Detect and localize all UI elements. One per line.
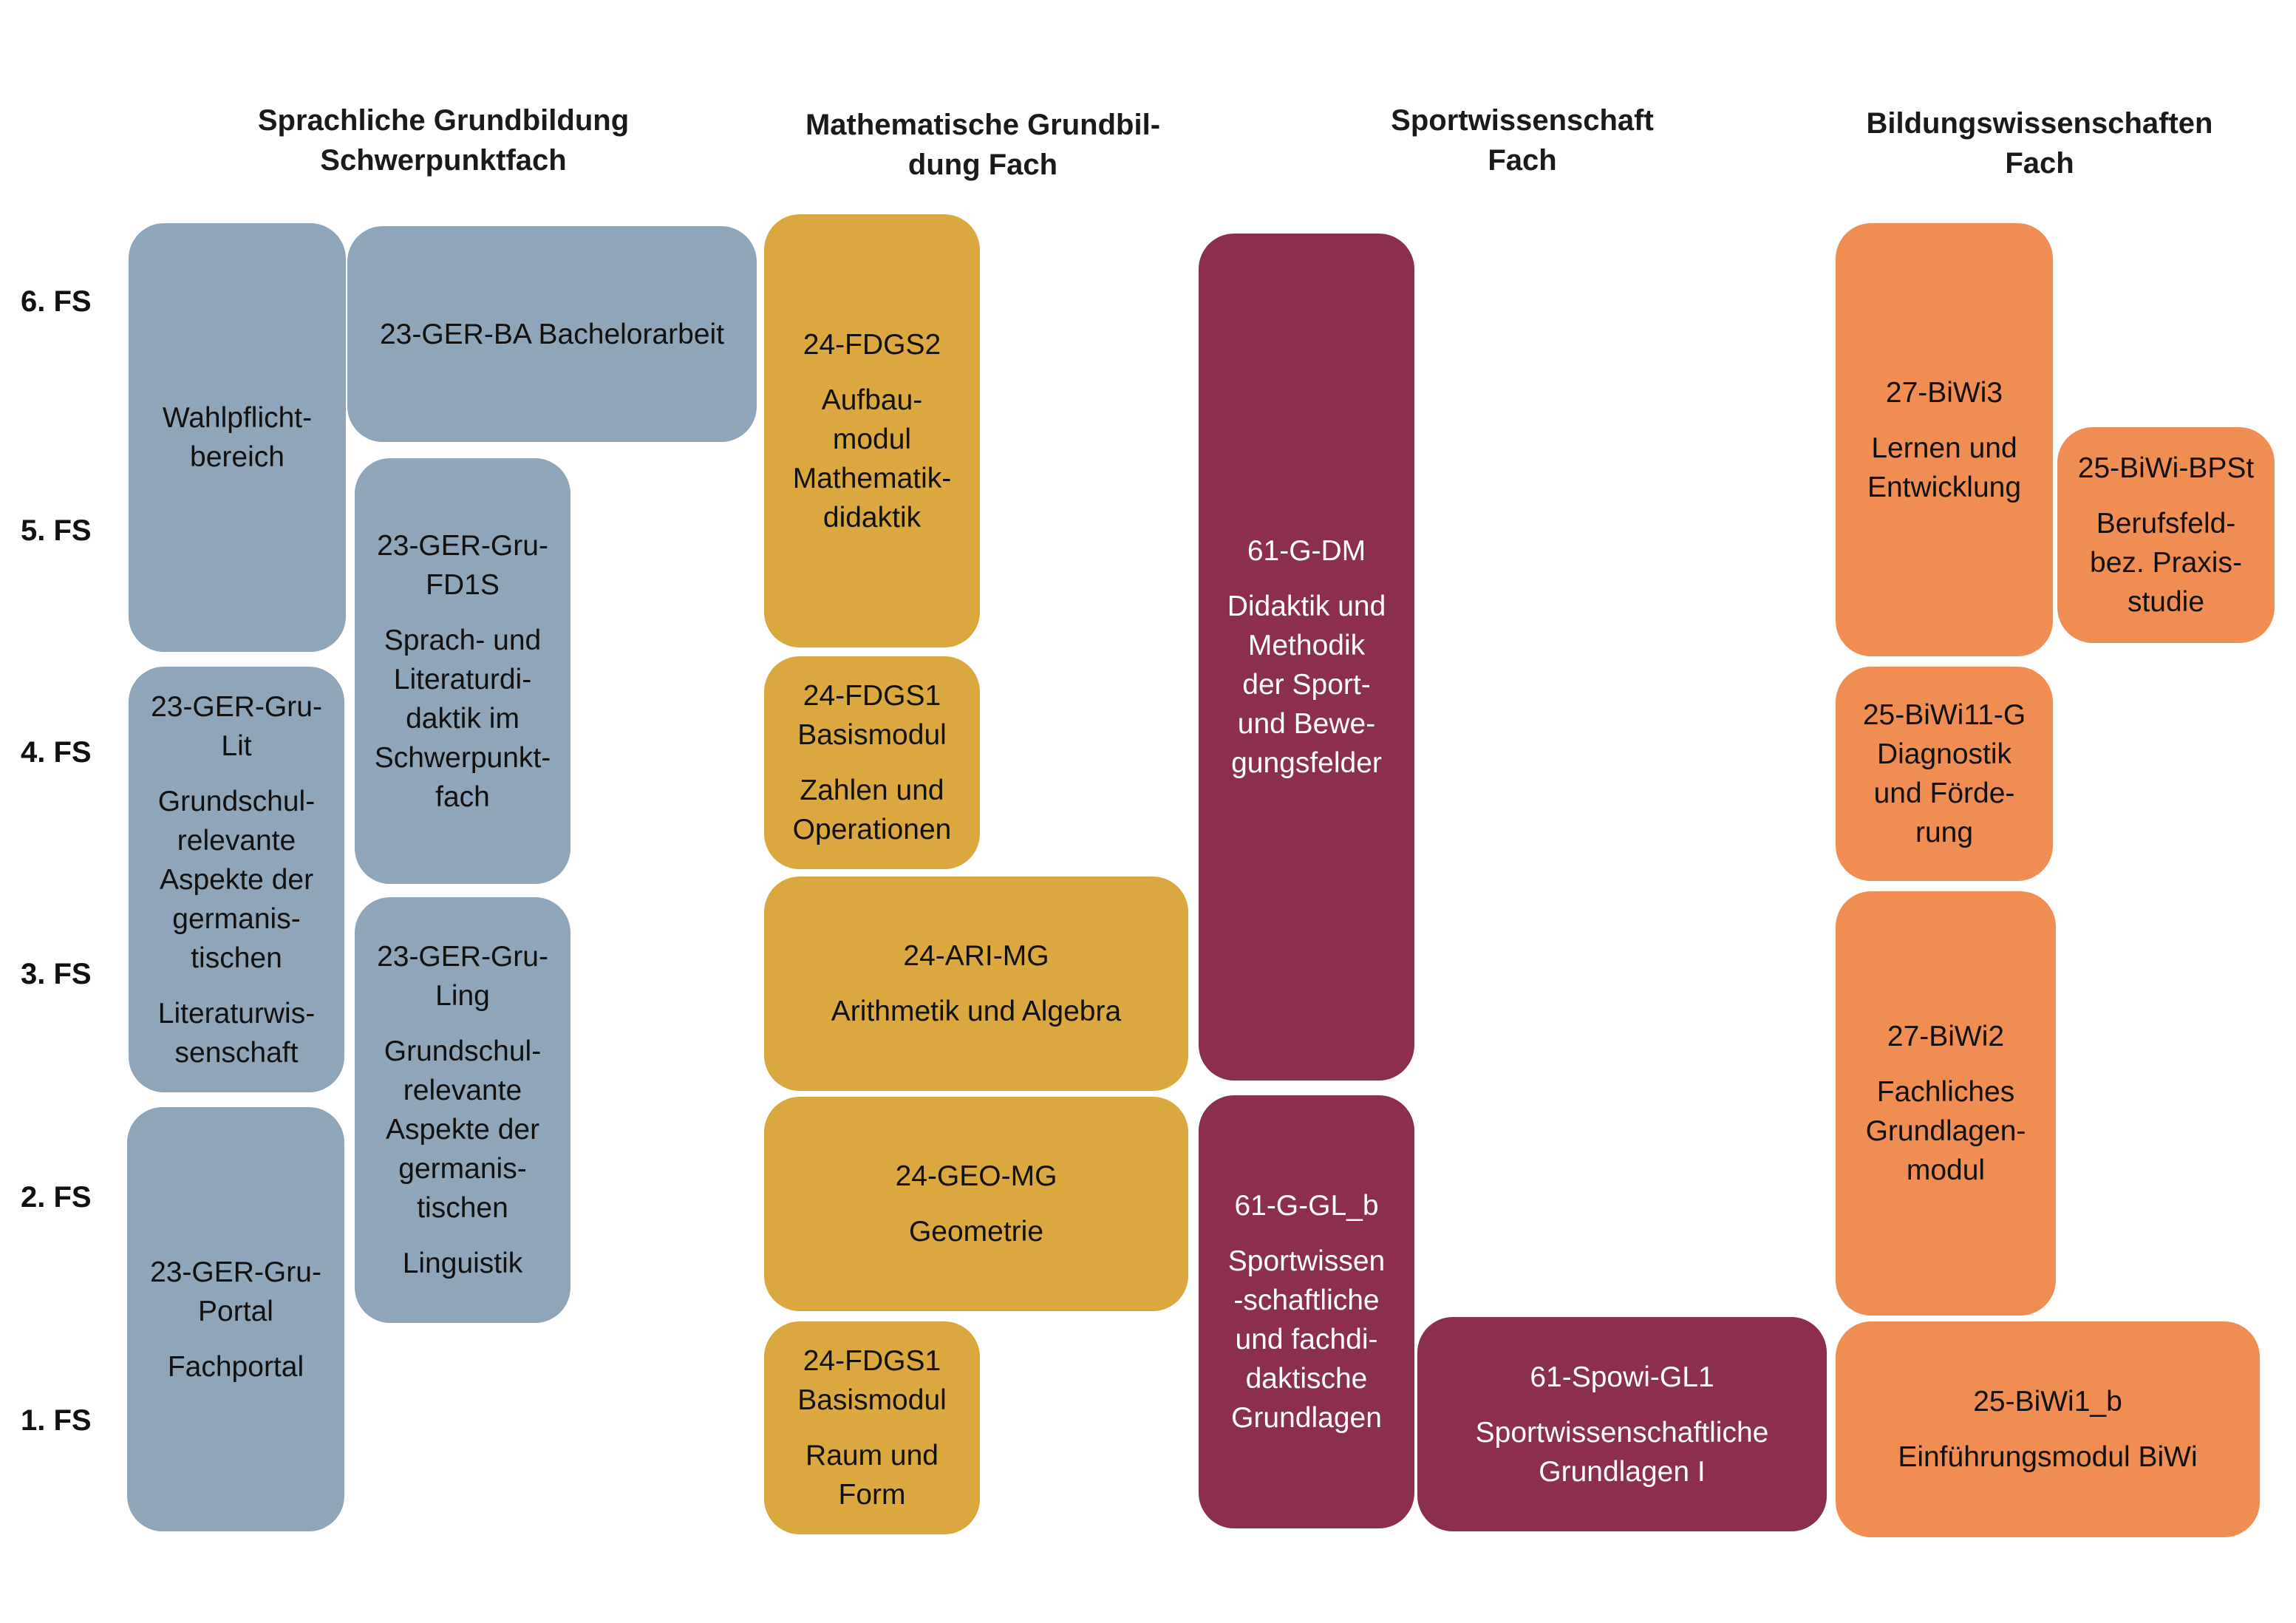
module-code: 23-GER-Gru- FD1S — [377, 529, 548, 601]
semester-label-4: 4. FS — [21, 736, 92, 769]
module-code: 24-ARI-MG — [903, 940, 1049, 972]
header-line2: Fach — [2005, 147, 2074, 180]
module-code: 61-Spowi-GL1 — [1530, 1361, 1714, 1393]
module-subtitle: Einführungsmodul BiWi — [1898, 1441, 2198, 1473]
module-subtitle: Grundschul- relevante Aspekte der german… — [384, 1035, 542, 1224]
module-code: 25-BiWi11-G Diagnostik und Förde- rung — [1862, 699, 2026, 848]
header-line2: Schwerpunktfach — [320, 144, 567, 177]
module-23-ger-ba: 23-GER-BA Bachelorarbeit — [347, 226, 757, 442]
module-subtitle: Zahlen und Operationen — [792, 775, 952, 845]
module-subtitle: Lernen und Entwicklung — [1867, 432, 2022, 503]
header-line1: Mathematische Grundbil- — [805, 109, 1161, 141]
module-25-biwi1-b: 25-BiWi1_b Einführungsmodul BiWi — [1836, 1321, 2260, 1537]
module-subtitle: Sportwissenschaftliche Grundlagen I — [1475, 1416, 1769, 1488]
header-sportwissenschaft: Sportwissenschaft Fach — [1301, 101, 1744, 180]
module-subtitle: Sportwissen -schaftliche und fachdi- dak… — [1227, 1245, 1386, 1434]
header-line2: Fach — [1488, 144, 1557, 177]
module-title: 23-GER-BA Bachelorarbeit — [379, 318, 725, 350]
module-code: 25-BiWi1_b — [1973, 1386, 2122, 1418]
module-subtitle: Raum und Form — [805, 1440, 939, 1511]
module-23-ger-gru-ling: 23-GER-Gru- Ling Grundschul- relevante A… — [355, 897, 570, 1323]
module-subtitle: Fachliches Grundlagen- modul — [1865, 1076, 2026, 1186]
module-subtitle: Sprach- und Literaturdi- daktik im Schwe… — [374, 624, 551, 813]
module-24-geo-mg: 24-GEO-MG Geometrie — [764, 1097, 1188, 1311]
module-61-g-gl-b: 61-G-GL_b Sportwissen -schaftliche und f… — [1199, 1095, 1414, 1528]
module-61-g-dm: 61-G-DM Didaktik und Methodik der Sport-… — [1199, 234, 1414, 1081]
module-23-ger-gru-lit: 23-GER-Gru- Lit Grundschul- relevante As… — [129, 667, 344, 1092]
header-bildungswissenschaften: Bildungswissenschaften Fach — [1818, 103, 2261, 183]
header-line2: dung Fach — [907, 149, 1058, 181]
header-sprachliche-grundbildung: Sprachliche Grundbildung Schwerpunktfach — [222, 101, 665, 180]
module-subtitle-2: Linguistik — [402, 1248, 523, 1279]
module-code: 27-BiWi2 — [1887, 1021, 2005, 1052]
module-code: 23-GER-Gru- Lit — [151, 690, 322, 762]
module-23-ger-gru-portal: 23-GER-Gru- Portal Fachportal — [127, 1107, 344, 1531]
module-title: Wahlpflicht- bereich — [162, 402, 313, 473]
module-code: 61-G-DM — [1247, 535, 1366, 567]
module-27-biwi3: 27-BiWi3 Lernen und Entwicklung — [1836, 223, 2053, 656]
semester-label-1: 1. FS — [21, 1404, 92, 1437]
module-code: 27-BiWi3 — [1885, 376, 2003, 409]
module-23-ger-gru-fd1s: 23-GER-Gru- FD1S Sprach- und Literaturdi… — [355, 458, 570, 884]
module-27-biwi2: 27-BiWi2 Fachliches Grundlagen- modul — [1836, 891, 2056, 1316]
module-code: 24-FDGS1 Basismodul — [797, 680, 947, 751]
module-code: 25-BiWi-BPSt — [2077, 452, 2255, 484]
module-25-biwi11-g: 25-BiWi11-G Diagnostik und Förde- rung — [1836, 667, 2053, 881]
module-24-fdgs1-zahlen: 24-FDGS1 Basismodul Zahlen und Operation… — [764, 656, 980, 869]
module-subtitle: Berufsfeld- bez. Praxis- studie — [2090, 508, 2242, 618]
module-subtitle: Didaktik und Methodik der Sport- und Bew… — [1227, 591, 1386, 779]
module-subtitle: Geometrie — [908, 1216, 1044, 1248]
module-25-biwi-bpst: 25-BiWi-BPSt Berufsfeld- bez. Praxis- st… — [2057, 427, 2275, 643]
module-24-ari-mg: 24-ARI-MG Arithmetik und Algebra — [764, 877, 1188, 1091]
module-subtitle: Fachportal — [167, 1350, 304, 1383]
module-code: 24-FDGS1 Basismodul — [797, 1345, 947, 1416]
semester-label-3: 3. FS — [21, 958, 92, 990]
module-subtitle-2: Literaturwis- senschaft — [157, 997, 316, 1069]
module-code: 23-GER-Gru- Ling — [377, 941, 548, 1012]
semester-label-6: 6. FS — [21, 285, 92, 318]
module-code: 24-GEO-MG — [895, 1160, 1057, 1192]
module-subtitle: Aufbau- modul Mathematik- didaktik — [792, 384, 952, 534]
module-code: 61-G-GL_b — [1234, 1190, 1379, 1222]
header-mathematische-grundbildung: Mathematische Grundbil- dung Fach — [761, 105, 1205, 185]
module-code: 23-GER-Gru- Portal — [150, 1256, 321, 1327]
module-61-spowi-gl1: 61-Spowi-GL1 Sportwissenschaftliche Grun… — [1417, 1317, 1827, 1531]
module-24-fdgs2: 24-FDGS2 Aufbau- modul Mathematik- didak… — [764, 214, 980, 647]
header-line1: Sportwissenschaft — [1391, 104, 1654, 137]
module-code: 24-FDGS2 — [803, 328, 941, 361]
header-line1: Sprachliche Grundbildung — [257, 104, 630, 137]
header-line1: Bildungswissenschaften — [1866, 107, 2213, 140]
module-subtitle: Grundschul- relevante Aspekte der german… — [157, 785, 316, 974]
module-wahlpflichtbereich: Wahlpflicht- bereich — [129, 223, 346, 652]
semester-label-5: 5. FS — [21, 514, 92, 547]
module-24-fdgs1-raum: 24-FDGS1 Basismodul Raum und Form — [764, 1321, 980, 1534]
semester-label-2: 2. FS — [21, 1181, 92, 1214]
module-subtitle: Arithmetik und Algebra — [831, 996, 1122, 1027]
